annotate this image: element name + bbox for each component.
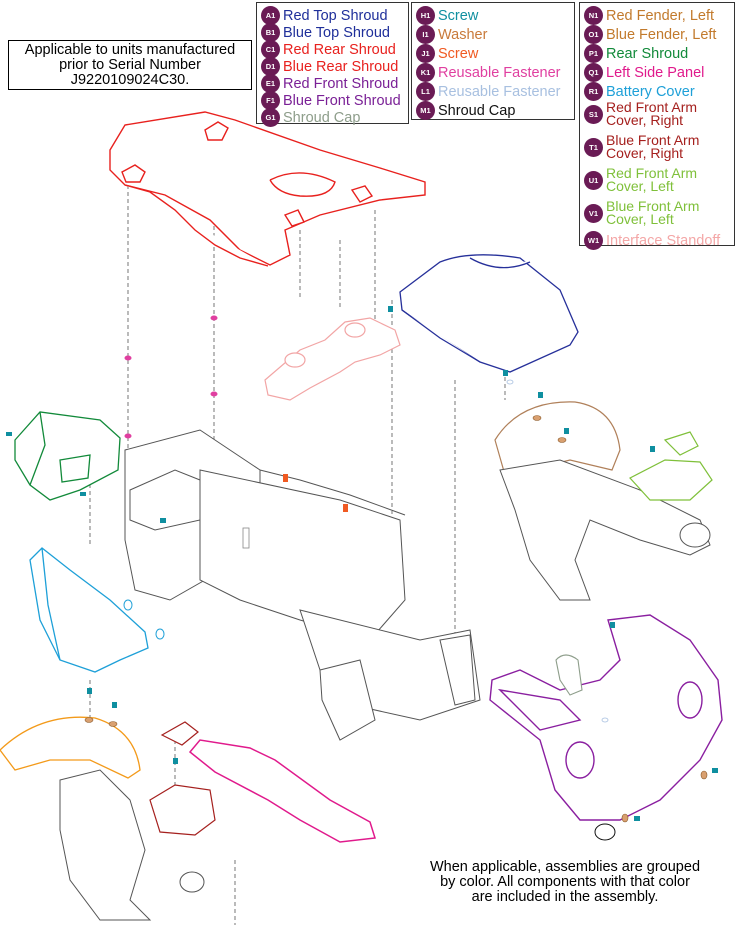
assembly-grouping-note: When applicable, assemblies are grouped … (400, 860, 730, 905)
part-code-badge: W1 (584, 231, 603, 250)
part-label: Red Rear Shroud (283, 41, 396, 58)
part-label: Reusable Fastener (438, 83, 561, 100)
shroud-cap-knob (594, 823, 616, 841)
battery-cover (29, 547, 149, 673)
part-code-badge: G1 (261, 108, 280, 127)
hardware-fasteners (6, 306, 718, 823)
blue-fender-left (0, 716, 141, 779)
blue-top-shroud (399, 254, 579, 373)
power-base-frame (124, 429, 481, 741)
part-code-badge: U1 (584, 170, 603, 190)
part-code-badge: H1 (416, 6, 435, 25)
part-label: Red Front Arm Cover, Left (606, 165, 698, 194)
left-side-panel (188, 739, 376, 843)
part-label: Blue Front Shroud (283, 92, 401, 109)
part-code-badge: I1 (416, 25, 435, 44)
part-code-badge: N1 (584, 6, 603, 25)
note-line: J9220109024C30. (70, 72, 190, 88)
part-code-badge: V1 (584, 203, 603, 223)
part-label: Rear Shroud (606, 45, 689, 62)
footer-line: When applicable, assemblies are grouped (429, 859, 701, 875)
part-code-badge: A1 (261, 6, 280, 25)
part-code-badge: Q1 (584, 63, 603, 82)
red-front-shroud (489, 614, 723, 821)
part-label: Red Fender, Left (606, 7, 715, 24)
part-code-badge: R1 (584, 82, 603, 101)
part-code-badge: L1 (416, 82, 435, 101)
part-label: Red Front Arm Cover, Right (606, 99, 698, 128)
part-label: Blue Fender, Left (606, 26, 717, 43)
part-code-badge: T1 (584, 137, 603, 157)
part-code-badge: F1 (261, 91, 280, 110)
red-fender-left (494, 401, 621, 476)
note-line: Applicable to units manufactured (24, 42, 236, 58)
part-label: Shroud Cap (438, 102, 516, 119)
part-label: Left Side Panel (606, 64, 705, 81)
part-code-badge: K1 (416, 63, 435, 82)
red-top-shroud (109, 111, 426, 267)
part-label: Battery Cover (606, 83, 695, 100)
part-label: Reusable Fastener (438, 64, 561, 81)
part-label: Blue Rear Shroud (283, 58, 399, 75)
part-label: Screw (438, 45, 479, 62)
interface-standoff (264, 317, 401, 401)
part-label: Red Front Shroud (283, 75, 399, 92)
part-code-badge: P1 (584, 44, 603, 63)
part-label: Blue Front Arm Cover, Right (606, 132, 700, 161)
note-line: prior to Serial Number (59, 57, 201, 73)
serial-number-note: Applicable to units manufactured prior t… (8, 40, 252, 90)
red-front-arm-cover-left (629, 431, 713, 501)
footer-line: by color. All components with that color (440, 874, 690, 890)
part-label: Blue Front Arm Cover, Left (606, 198, 700, 227)
part-label: Interface Standoff (606, 232, 721, 249)
footer-line: are included in the assembly. (471, 889, 659, 905)
part-code-badge: B1 (261, 23, 280, 42)
part-code-badge: M1 (416, 101, 435, 120)
rear-arm-left (59, 769, 205, 921)
part-label: Shroud Cap (283, 109, 361, 126)
part-label: Screw (438, 7, 479, 24)
rear-shroud (14, 411, 121, 501)
shroud-cap (555, 654, 583, 696)
part-label: Washer (438, 26, 488, 43)
part-code-badge: O1 (584, 25, 603, 44)
part-label: Blue Top Shroud (283, 24, 390, 41)
part-code-badge: J1 (416, 44, 435, 63)
part-code-badge: D1 (261, 57, 280, 76)
part-code-badge: S1 (584, 104, 603, 124)
part-code-badge: C1 (261, 40, 280, 59)
part-label: Red Top Shroud (283, 7, 388, 24)
red-front-arm-cover-right (149, 721, 216, 836)
part-code-badge: E1 (261, 74, 280, 93)
